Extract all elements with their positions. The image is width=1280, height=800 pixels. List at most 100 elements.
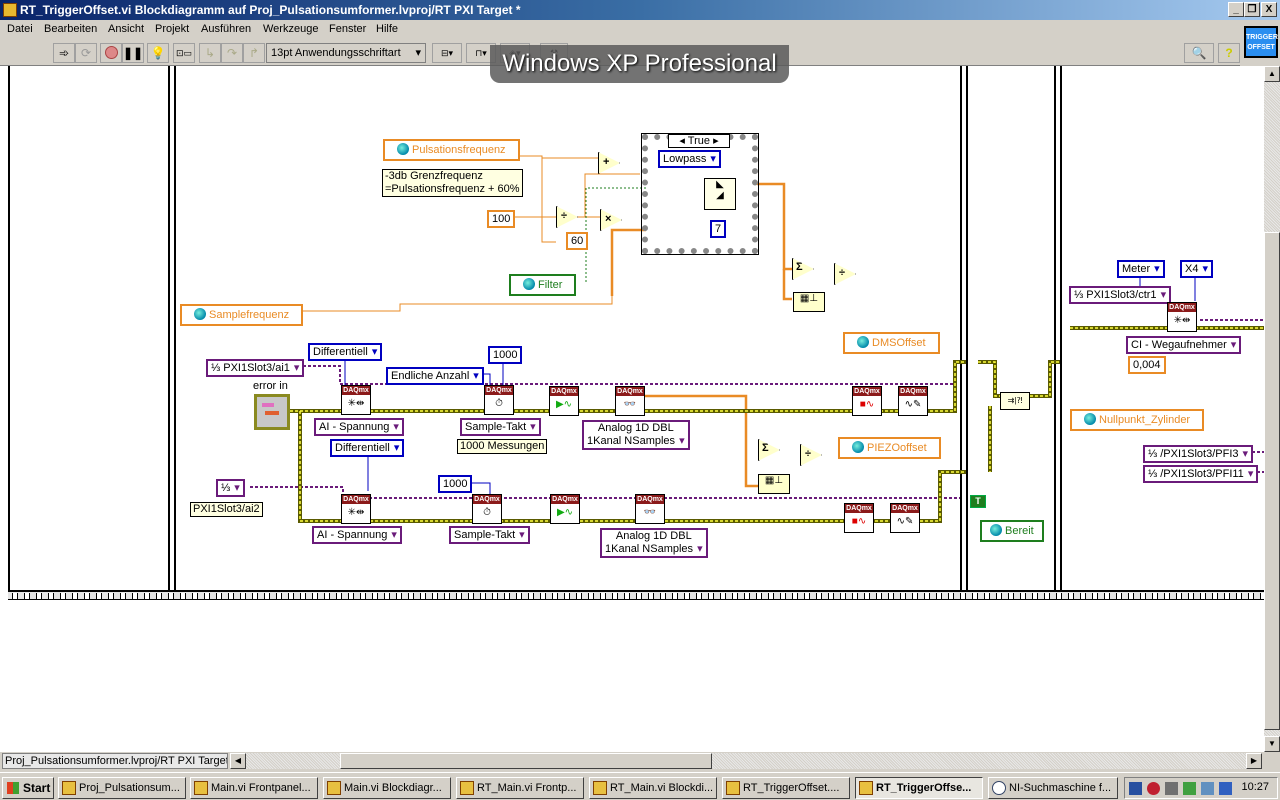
ai-voltage-enum-1[interactable]: AI - Spannung — [314, 418, 404, 436]
daqmx-stop-task-1[interactable]: DAQmx■∿ — [852, 386, 882, 416]
case-selector[interactable]: ◂ True ▸ — [668, 134, 730, 148]
global-piezooffset[interactable]: PIEZOoffset — [838, 437, 941, 459]
decoding-enum[interactable]: X4 — [1180, 260, 1213, 278]
task-button[interactable]: RT_Main.vi Blockdi... — [589, 777, 717, 799]
step-over-button[interactable]: ↷ — [221, 43, 243, 63]
case-structure[interactable]: ◂ True ▸ Lowpass ◣◢ 7 — [641, 133, 759, 255]
global-bereit[interactable]: Bereit — [980, 520, 1044, 542]
channel-ctr1[interactable]: ⅓ PXI1Slot3/ctr1 — [1069, 286, 1172, 304]
start-button[interactable]: Start — [2, 777, 54, 799]
units-enum[interactable]: Meter — [1117, 260, 1165, 278]
constant-60[interactable]: 60 — [566, 232, 589, 250]
daqmx-start-task-1[interactable]: DAQmx▶∿ — [549, 386, 579, 416]
scroll-left-button[interactable]: ◀ — [230, 753, 246, 769]
filter-type-enum[interactable]: Lowpass — [658, 150, 721, 168]
channel-pfi3[interactable]: ⅓ /PXI1Slot3/PFI3 — [1143, 445, 1254, 463]
vertical-scrollbar[interactable]: ▲ ▼ — [1264, 66, 1280, 752]
menu-projekt[interactable]: Projekt — [155, 23, 190, 35]
global-samplefrequenz[interactable]: Samplefrequenz — [180, 304, 304, 326]
daqmx-read-2[interactable]: DAQmx👓 — [635, 494, 665, 524]
channel-ai2[interactable]: ⅓ — [216, 479, 245, 497]
daqmx-stop-task-2[interactable]: DAQmx■∿ — [844, 503, 874, 533]
ci-encoder-enum[interactable]: CI - Wegaufnehmer — [1126, 336, 1242, 354]
task-button[interactable]: Main.vi Frontpanel... — [190, 777, 318, 799]
pause-button[interactable]: ❚❚ — [122, 43, 144, 63]
daqmx-read-1[interactable]: DAQmx👓 — [615, 386, 645, 416]
daqmx-create-channel-ci[interactable]: DAQmx✳⇹ — [1167, 302, 1197, 332]
filter-order-constant[interactable]: 7 — [710, 220, 727, 238]
menu-datei[interactable]: Datei — [7, 23, 33, 35]
menu-ansicht[interactable]: Ansicht — [108, 23, 145, 35]
sample-mode-enum[interactable]: Endliche Anzahl — [386, 367, 484, 385]
samples-constant-1[interactable]: 1000 — [488, 346, 523, 364]
daqmx-timing-2[interactable]: DAQmx⏱ — [472, 494, 502, 524]
task-button[interactable]: RT_Main.vi Frontp... — [456, 777, 584, 799]
menu-ausfuehren[interactable]: Ausführen — [201, 23, 252, 35]
task-button[interactable]: NI-Suchmaschine f... — [988, 777, 1118, 799]
vi-icon[interactable]: TRIGGER OFFSET — [1244, 26, 1278, 58]
terminal-config-enum-1[interactable]: Differentiell — [308, 343, 383, 361]
true-constant[interactable]: T — [970, 495, 986, 508]
restore-button[interactable]: ❐ — [1244, 2, 1260, 17]
merge-errors-function[interactable]: ⇉|⁈ — [1000, 392, 1030, 410]
sample-clock-enum-1[interactable]: Sample-Takt — [460, 418, 541, 436]
error-in-cluster[interactable] — [254, 394, 290, 430]
menu-hilfe[interactable]: Hilfe — [376, 23, 399, 35]
menu-fenster[interactable]: Fenster — [329, 23, 367, 35]
bluetooth-icon[interactable] — [1219, 782, 1232, 795]
menu-werkzeuge[interactable]: Werkzeuge — [263, 23, 319, 35]
terminal-config-enum-2[interactable]: Differentiell — [330, 439, 405, 457]
horizontal-scroll-thumb[interactable] — [340, 753, 712, 769]
task-button[interactable]: RT_TriggerOffset.... — [722, 777, 850, 799]
menu-bearbeiten[interactable]: Bearbeiten — [44, 23, 98, 35]
run-continuously-button[interactable]: ⟳ — [75, 43, 97, 63]
task-button[interactable]: Proj_Pulsationsum... — [58, 777, 186, 799]
horizontal-scrollbar[interactable]: ◀ ▶ — [230, 753, 1262, 769]
network-icon[interactable] — [1129, 782, 1142, 795]
align-objects-button[interactable]: ⊟▾ — [432, 43, 462, 63]
minimize-button[interactable]: _ — [1228, 2, 1244, 17]
search-button[interactable]: 🔍 — [1184, 43, 1214, 63]
abort-button[interactable] — [100, 43, 122, 63]
daqmx-start-task-2[interactable]: DAQmx▶∿ — [550, 494, 580, 524]
array-size-function-2[interactable]: ▦⊥ — [758, 474, 790, 494]
vertical-scroll-thumb[interactable] — [1264, 232, 1280, 730]
step-out-button[interactable]: ↱ — [243, 43, 265, 63]
daqmx-timing-1[interactable]: DAQmx⏱ — [484, 385, 514, 415]
scroll-down-button[interactable]: ▼ — [1264, 736, 1280, 752]
scroll-up-button[interactable]: ▲ — [1264, 66, 1280, 82]
font-selector[interactable]: 13pt Anwendungsschriftart▾ — [266, 43, 426, 63]
daqmx-create-channel-2[interactable]: DAQmx✳⇹ — [341, 494, 371, 524]
close-button[interactable]: X — [1261, 2, 1277, 17]
task-button-active[interactable]: RT_TriggerOffse... — [855, 777, 983, 799]
scroll-right-button[interactable]: ▶ — [1246, 753, 1262, 769]
security-shield-icon[interactable] — [1147, 782, 1160, 795]
ni-device-icon[interactable] — [1201, 782, 1214, 795]
daqmx-clear-task-2[interactable]: DAQmx∿✎ — [890, 503, 920, 533]
task-button[interactable]: Main.vi Blockdiagr... — [323, 777, 451, 799]
run-button[interactable]: ➾ — [53, 43, 75, 63]
lowpass-filter-vi[interactable]: ◣◢ — [704, 178, 736, 210]
samples-constant-2[interactable]: 1000 — [438, 475, 473, 493]
daqmx-create-channel-1[interactable]: DAQmx✳⇹ — [341, 385, 371, 415]
step-into-button[interactable]: ↳ — [199, 43, 221, 63]
constant-100[interactable]: 100 — [487, 210, 516, 228]
global-pulsationsfrequenz[interactable]: Pulsationsfrequenz — [383, 139, 520, 161]
daqmx-clear-task-1[interactable]: DAQmx∿✎ — [898, 386, 928, 416]
global-dmsoffset[interactable]: DMSOffset — [843, 332, 940, 354]
constant-0004[interactable]: 0,004 — [1128, 356, 1166, 374]
sample-clock-enum-2[interactable]: Sample-Takt — [449, 526, 530, 544]
highlight-execution-button[interactable]: 💡 — [147, 43, 169, 63]
block-diagram-canvas[interactable]: ◂ True ▸ Lowpass ◣◢ 7 Pulsationsfrequenz… — [0, 66, 1270, 752]
global-filter[interactable]: Filter — [509, 274, 577, 296]
retain-wire-values-button[interactable]: ⊡▭ — [173, 43, 195, 63]
vmware-icon[interactable] — [1165, 782, 1178, 795]
channel-pfi11[interactable]: ⅓ /PXI1Slot3/PFI11 — [1143, 465, 1259, 483]
channel-ai1[interactable]: ⅓ PXI1Slot3/ai1 — [206, 359, 305, 377]
array-size-function-1[interactable]: ▦⊥ — [793, 292, 825, 312]
sync-icon[interactable] — [1183, 782, 1196, 795]
global-nullpunkt-zylinder[interactable]: Nullpunkt_Zylinder — [1070, 409, 1205, 431]
ai-voltage-enum-2[interactable]: AI - Spannung — [312, 526, 402, 544]
help-button[interactable]: ? — [1218, 43, 1240, 63]
